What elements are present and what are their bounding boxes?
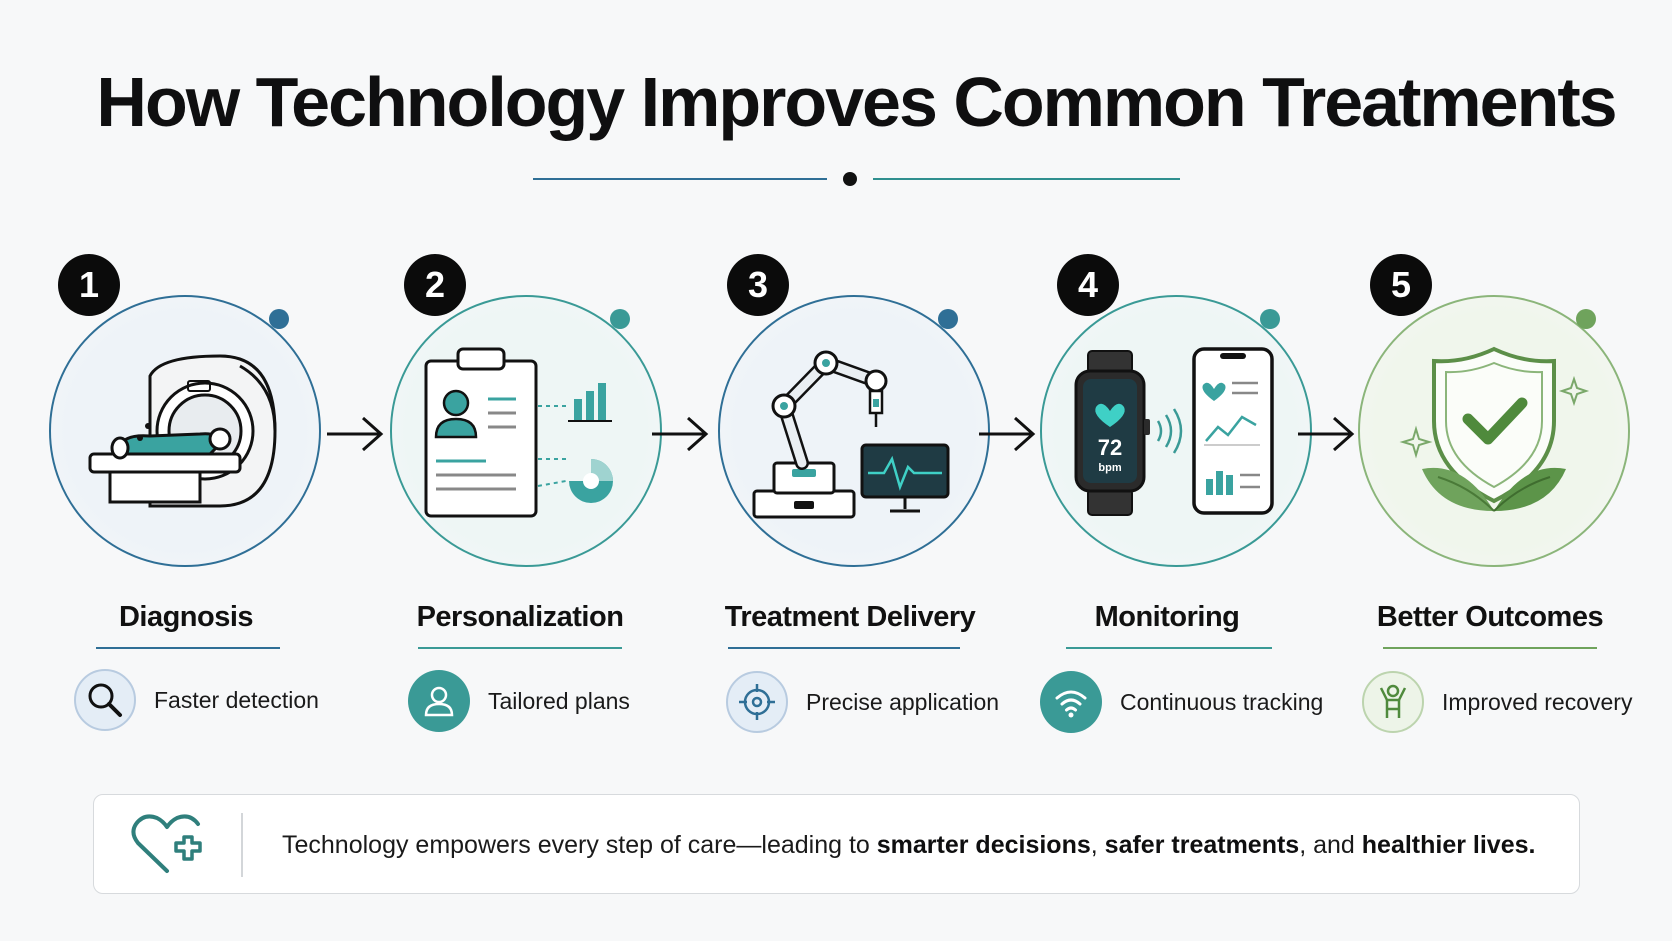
patient-chart-icon — [424, 347, 613, 518]
label-underline — [1066, 647, 1272, 649]
user-icon — [408, 670, 470, 732]
page-title: How Technology Improves Common Treatment… — [96, 63, 1617, 141]
ring-accent-dot — [1576, 309, 1596, 329]
arrow-right-icon — [327, 416, 384, 452]
monitoring-circle: 72 bpm — [1040, 295, 1312, 567]
shield-check-icon — [1399, 346, 1590, 512]
step-number-badge: 5 — [1370, 254, 1432, 316]
arrow-right-icon — [652, 416, 709, 452]
summary-part: Technology empowers every step of care—l… — [282, 830, 877, 859]
benefit-text: Tailored plans — [488, 687, 630, 714]
benefit-text: Continuous tracking — [1120, 688, 1324, 715]
benefit-better-outcomes: Improved recovery — [1362, 670, 1632, 734]
summary-emphasis: safer treatments — [1104, 830, 1300, 859]
better-outcomes-circle — [1358, 295, 1630, 567]
step-number-badge: 2 — [404, 254, 466, 316]
step-label: Personalization — [416, 601, 624, 633]
ring-accent-dot — [610, 309, 630, 329]
step-label: Treatment Delivery — [724, 601, 976, 633]
summary-banner: Technology empowers every step of care—l… — [93, 794, 1580, 894]
mri-scanner-icon — [88, 354, 277, 508]
summary-text: Technology empowers every step of care—l… — [282, 795, 1535, 895]
step-label: Better Outcomes — [1376, 601, 1604, 633]
banner-divider — [241, 813, 243, 877]
watch-bpm-value: 72 — [1098, 435, 1122, 460]
target-icon — [726, 671, 788, 733]
robotic-arm-icon — [752, 350, 950, 519]
summary-emphasis: healthier lives. — [1361, 830, 1536, 859]
title-rule-dot — [843, 172, 857, 186]
heart-plus-icon — [131, 814, 202, 873]
title-rule-right — [873, 178, 1180, 180]
personalization-circle — [390, 295, 662, 567]
step-number-badge: 3 — [727, 254, 789, 316]
person-cheer-icon — [1362, 671, 1424, 733]
magnifier-icon — [74, 669, 136, 731]
ring-accent-dot — [938, 309, 958, 329]
benefit-monitoring: Continuous tracking — [1040, 670, 1323, 734]
treatment-delivery-circle — [718, 295, 990, 567]
label-underline — [1383, 647, 1597, 649]
label-underline — [96, 647, 280, 649]
arrow-right-icon — [979, 416, 1036, 452]
diagnosis-circle — [49, 295, 321, 567]
step-number-badge: 1 — [58, 254, 120, 316]
step-number-badge: 4 — [1057, 254, 1119, 316]
label-underline — [728, 647, 960, 649]
ring-accent-dot — [269, 309, 289, 329]
benefit-text: Faster detection — [154, 686, 319, 713]
wifi-icon — [1040, 671, 1102, 733]
ring-accent-dot — [1260, 309, 1280, 329]
benefit-diagnosis: Faster detection — [74, 668, 319, 732]
benefit-personalization: Tailored plans — [408, 669, 630, 733]
wearable-phone-icon: 72 bpm — [1074, 347, 1274, 516]
watch-bpm-unit: bpm — [1098, 462, 1121, 474]
label-underline — [418, 647, 622, 649]
benefit-text: Improved recovery — [1442, 688, 1633, 715]
step-label: Monitoring — [1094, 601, 1240, 633]
title-rule-left — [533, 178, 827, 180]
summary-part: , and — [1299, 830, 1362, 859]
summary-emphasis: smarter decisions — [876, 830, 1091, 859]
arrow-right-icon — [1298, 416, 1355, 452]
step-label: Diagnosis — [118, 601, 254, 633]
summary-part: , — [1090, 830, 1105, 859]
benefit-treatment-delivery: Precise application — [726, 670, 999, 734]
benefit-text: Precise application — [806, 688, 1000, 715]
